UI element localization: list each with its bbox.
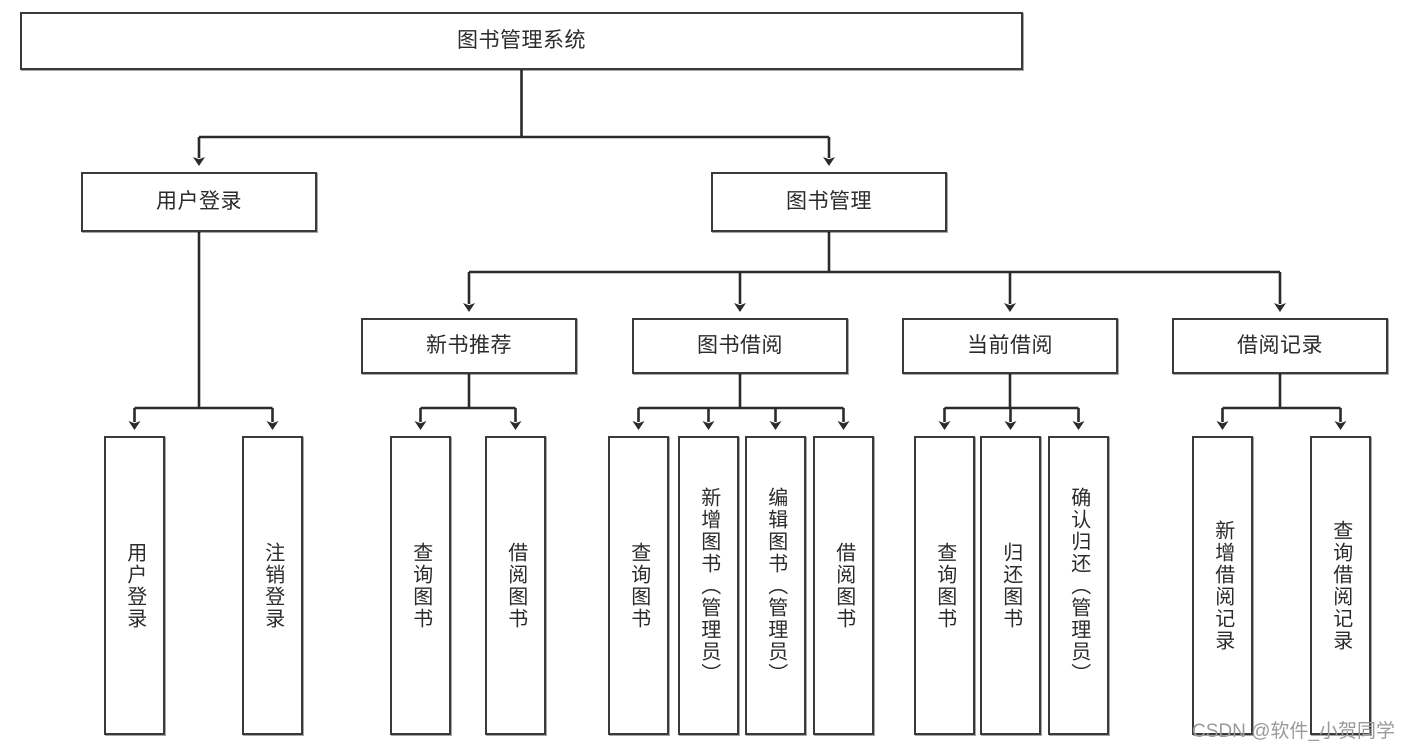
node-current-borrow-label: 当前借阅 [967, 333, 1053, 357]
node-leaf-user-login-label: 用户登录 [123, 541, 146, 630]
node-leaf-query-book-cur[interactable]: 查询图书 [914, 436, 975, 735]
node-user-login-label: 用户登录 [156, 189, 242, 213]
node-leaf-return-book-label: 归还图书 [999, 541, 1022, 630]
node-leaf-add-record[interactable]: 新增借阅记录 [1192, 436, 1253, 735]
node-leaf-add-record-label: 新增借阅记录 [1211, 519, 1234, 652]
node-leaf-logout[interactable]: 注销登录 [242, 436, 303, 735]
node-leaf-add-book-label: 新增图书（管理员） [697, 486, 720, 685]
node-book-borrow-label: 图书借阅 [697, 333, 783, 357]
node-borrow-record-label: 借阅记录 [1237, 333, 1323, 357]
node-current-borrow[interactable]: 当前借阅 [902, 318, 1118, 374]
node-leaf-query-book-rec-label: 查询图书 [409, 541, 432, 630]
node-new-book-recommend-label: 新书推荐 [426, 333, 512, 357]
node-leaf-borrow-book-rec[interactable]: 借阅图书 [485, 436, 546, 735]
node-leaf-query-record-label: 查询借阅记录 [1329, 519, 1352, 652]
node-leaf-query-record[interactable]: 查询借阅记录 [1310, 436, 1371, 735]
node-new-book-recommend[interactable]: 新书推荐 [361, 318, 577, 374]
node-leaf-confirm-return[interactable]: 确认归还（管理员） [1048, 436, 1109, 735]
node-leaf-borrow-book-rec-label: 借阅图书 [504, 541, 527, 630]
node-leaf-user-login[interactable]: 用户登录 [104, 436, 165, 735]
node-user-login[interactable]: 用户登录 [81, 172, 317, 232]
node-leaf-return-book[interactable]: 归还图书 [980, 436, 1041, 735]
watermark-text: CSDN @软件_小贺同学 [1192, 721, 1395, 742]
node-book-manage[interactable]: 图书管理 [711, 172, 947, 232]
node-leaf-confirm-return-label: 确认归还（管理员） [1067, 486, 1090, 685]
node-book-borrow[interactable]: 图书借阅 [632, 318, 848, 374]
node-leaf-query-book-rec[interactable]: 查询图书 [390, 436, 451, 735]
node-leaf-query-book-borrow[interactable]: 查询图书 [608, 436, 669, 735]
node-leaf-borrow-book[interactable]: 借阅图书 [813, 436, 874, 735]
node-leaf-query-book-cur-label: 查询图书 [933, 541, 956, 630]
node-leaf-borrow-book-label: 借阅图书 [832, 541, 855, 630]
node-leaf-add-book[interactable]: 新增图书（管理员） [678, 436, 739, 735]
node-borrow-record[interactable]: 借阅记录 [1172, 318, 1388, 374]
node-root-label: 图书管理系统 [457, 28, 586, 52]
node-leaf-query-book-borrow-label: 查询图书 [627, 541, 650, 630]
node-leaf-edit-book-label: 编辑图书（管理员） [764, 486, 787, 685]
node-root[interactable]: 图书管理系统 [20, 12, 1023, 70]
node-leaf-logout-label: 注销登录 [261, 541, 284, 630]
node-book-manage-label: 图书管理 [786, 189, 872, 213]
node-leaf-edit-book[interactable]: 编辑图书（管理员） [745, 436, 806, 735]
